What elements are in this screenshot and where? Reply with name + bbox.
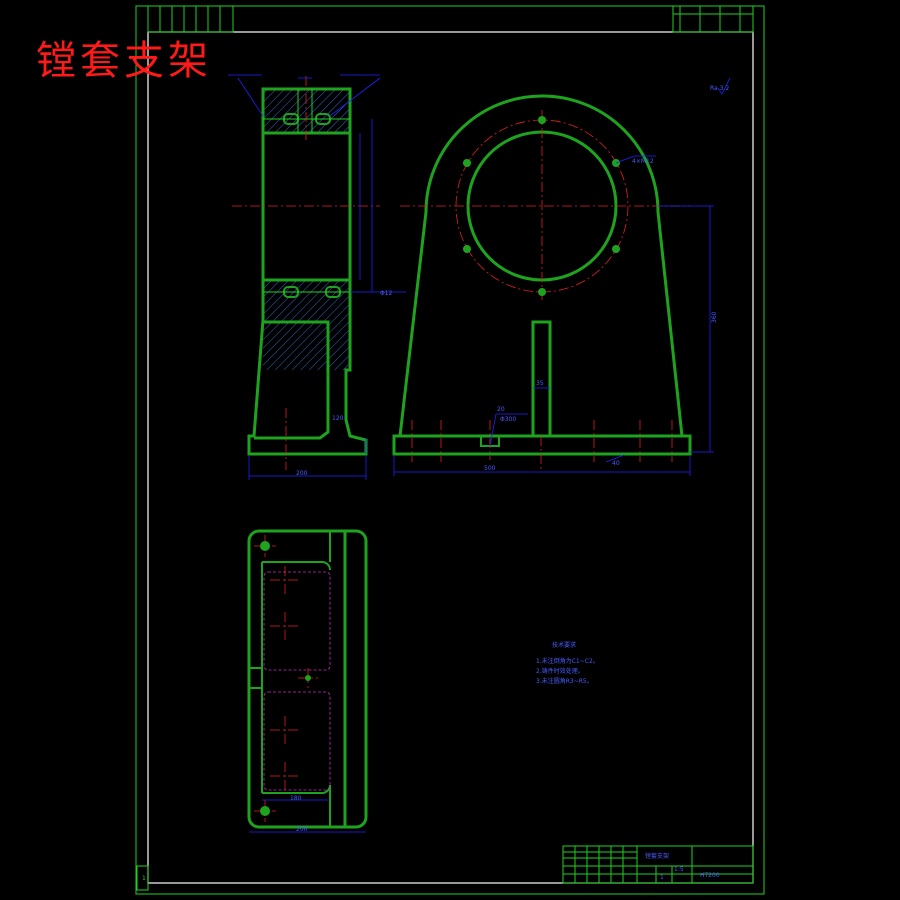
dim-front-base-width: 500 bbox=[484, 465, 496, 472]
dim-left-gap: 120 bbox=[332, 415, 344, 422]
dim-small-hole: Φ12 bbox=[380, 290, 393, 297]
technical-notes: 技术要求 1.未注倒角为C1~C2。 2.铸件时效处理。 3.未注圆角R3~R5… bbox=[536, 641, 599, 685]
note-item-2: 2.铸件时效处理。 bbox=[536, 667, 584, 675]
dim-bottom-inner: 180 bbox=[290, 795, 302, 802]
dim-slot: 20 bbox=[497, 406, 505, 413]
drawing-title: 镗套支架 bbox=[36, 38, 212, 84]
bolt-holes bbox=[463, 116, 620, 296]
notes-heading: 技术要求 bbox=[552, 641, 576, 649]
note-item-1: 1.未注倒角为C1~C2。 bbox=[536, 657, 599, 665]
inner-drawing-frame bbox=[147, 31, 754, 884]
title-block-part-name: 镗套支架 bbox=[645, 852, 669, 860]
outer-sheet-border bbox=[135, 5, 765, 895]
dim-rib: 35 bbox=[536, 380, 544, 387]
dim-center-height: 360 bbox=[711, 311, 718, 323]
title-block: 镗套支架 HT200 1:5 1 bbox=[562, 845, 754, 884]
dim-top-view-width: 200 bbox=[296, 826, 308, 833]
top-left-code-box bbox=[147, 5, 234, 33]
top-right-code-box bbox=[672, 5, 754, 33]
dim-base-height: 40 bbox=[612, 460, 620, 467]
title-block-scale: 1:5 bbox=[674, 866, 684, 873]
front-view: 4×M12 360 500 40 35 20 Φ300 Ra 3.2 bbox=[392, 77, 731, 476]
note-item-3: 3.未注圆角R3~R5。 bbox=[536, 677, 593, 685]
side-label: 1 bbox=[142, 875, 146, 882]
title-block-material: HT200 bbox=[700, 872, 720, 879]
title-block-sheet: 1 bbox=[660, 874, 664, 881]
top-view: 180 200 bbox=[247, 529, 368, 833]
dim-bolt-circle: Φ300 bbox=[500, 416, 516, 423]
left-section-view: Φ12 200 120 bbox=[228, 74, 406, 480]
dim-left-base-width: 200 bbox=[296, 470, 308, 477]
dim-surface: Ra 3.2 bbox=[710, 85, 729, 92]
surface-finish-symbol bbox=[717, 77, 731, 95]
side-label-box: 1 bbox=[136, 865, 149, 891]
dim-holes: 4×M12 bbox=[632, 158, 654, 165]
